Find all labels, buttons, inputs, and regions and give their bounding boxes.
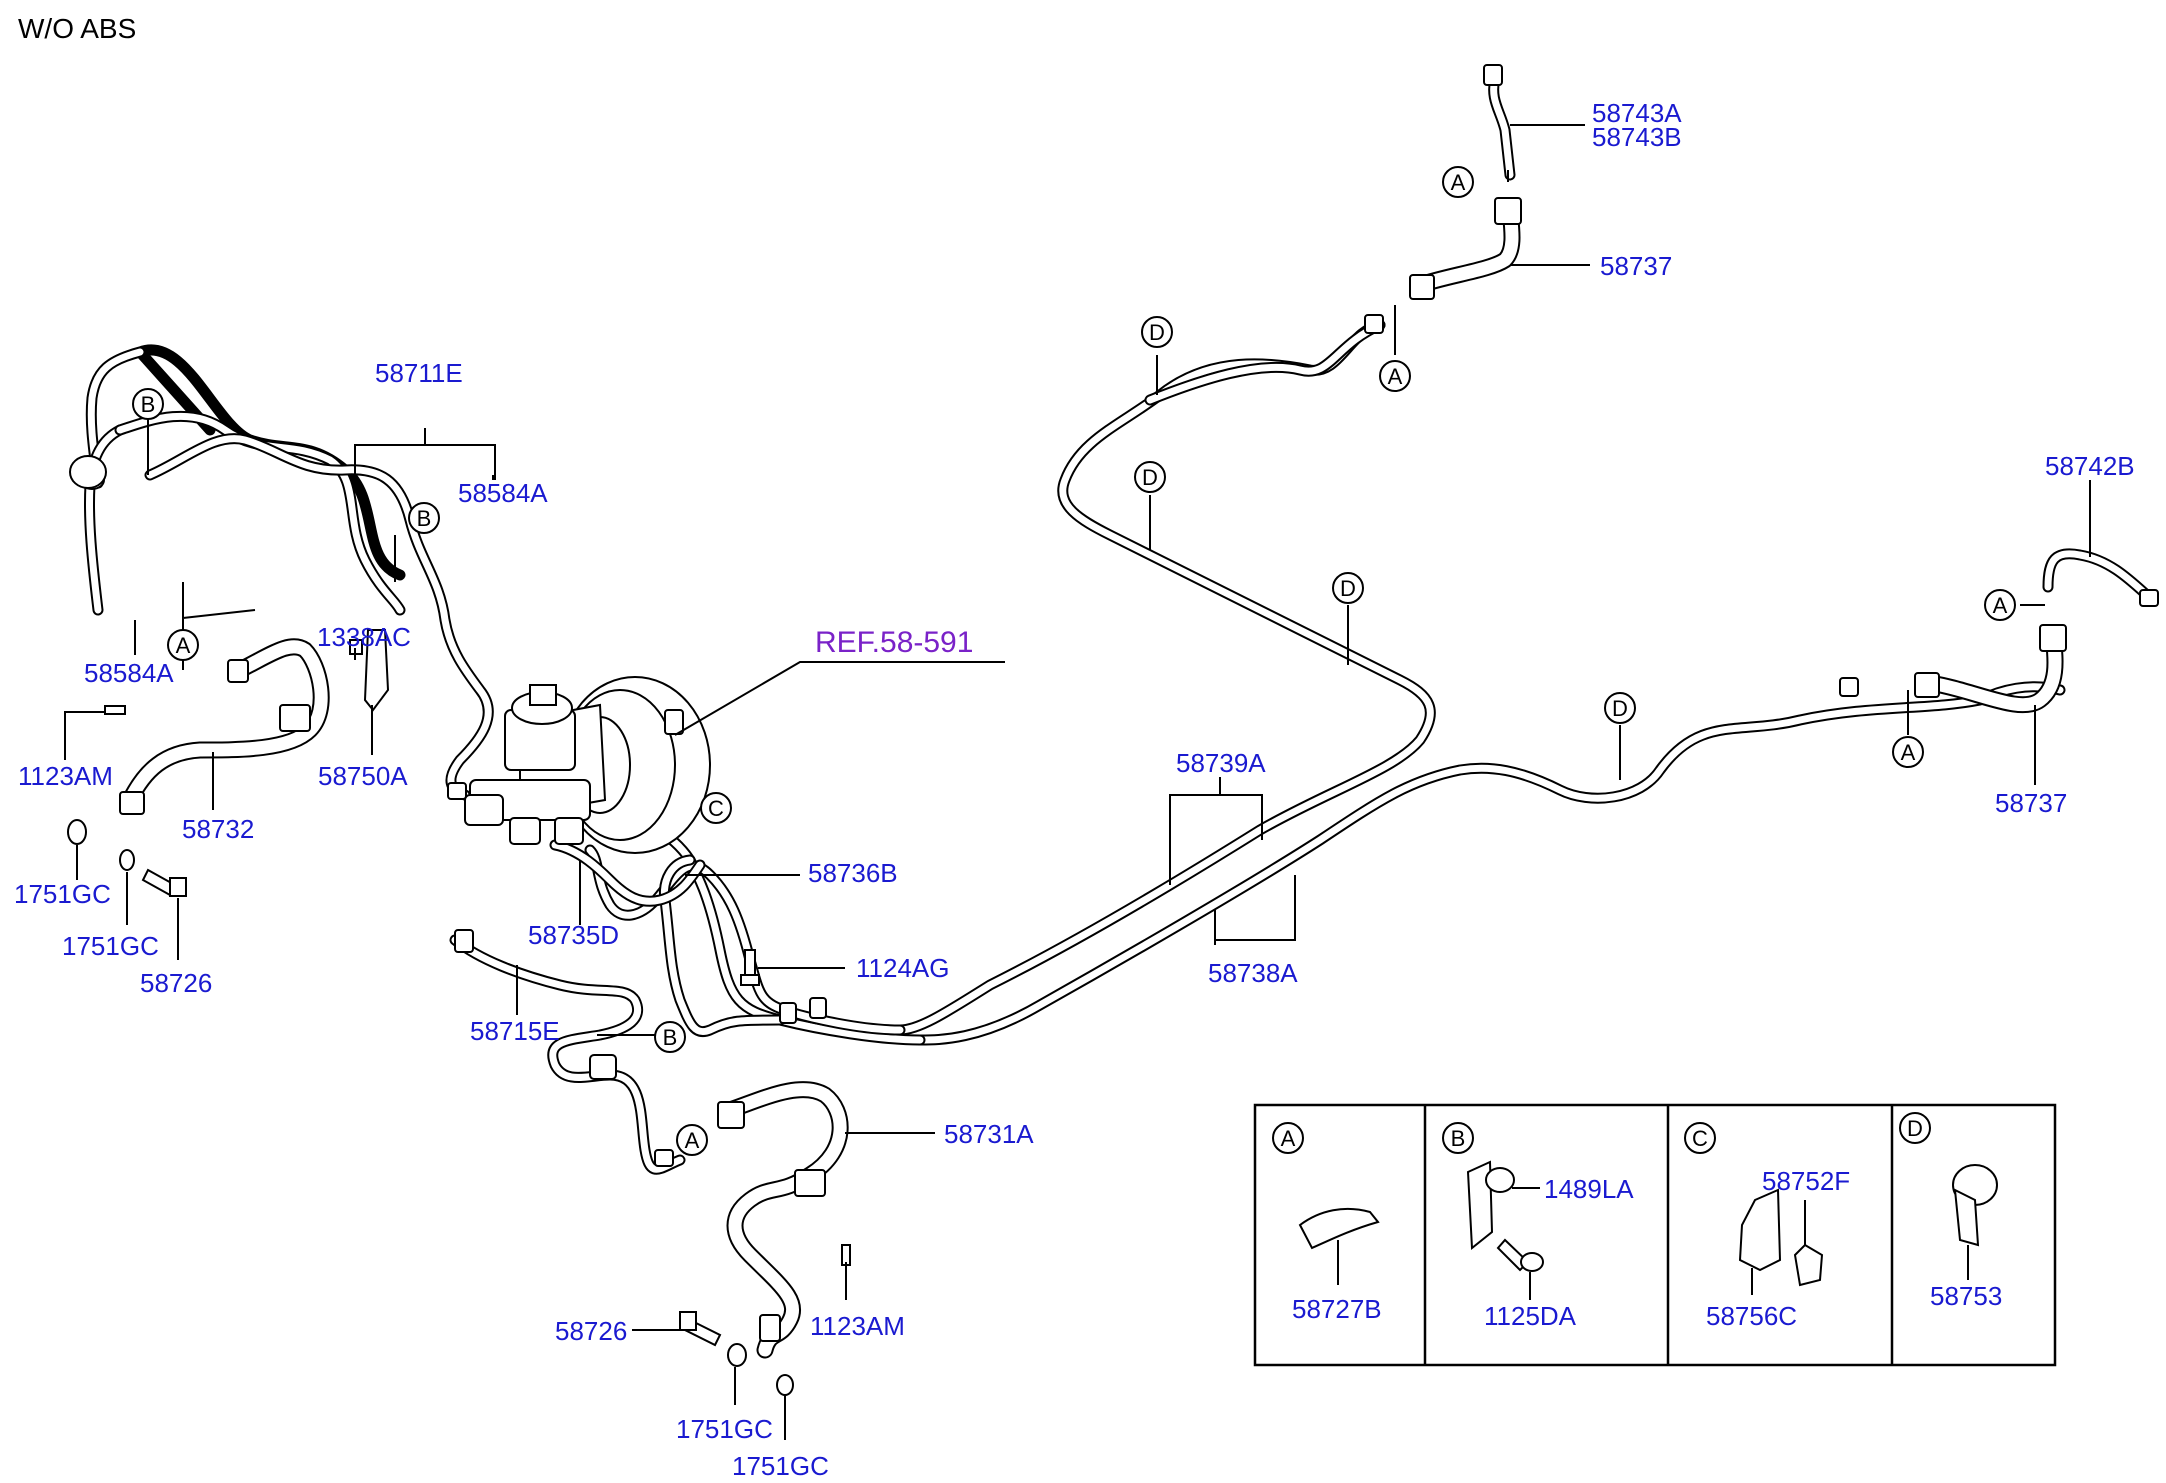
callout-a-top-low: A [1379, 360, 1411, 392]
label-58726-bottom: 58726 [555, 1316, 627, 1346]
svg-text:D: D [1612, 696, 1628, 721]
fittings [69, 64, 2159, 1342]
callout-d-third: D [1332, 572, 1364, 604]
master-cylinder [464, 684, 591, 845]
brake-hoses [121, 72, 2156, 1359]
label-58736B: 58736B [808, 858, 898, 888]
svg-text:C: C [1692, 1126, 1708, 1151]
label-58726-left: 58726 [140, 968, 212, 998]
bolts-washers-clips [67, 629, 851, 1396]
diagram-title: W/O ABS [18, 13, 136, 44]
svg-text:A: A [1451, 170, 1466, 195]
label-1123AM-left: 1123AM [18, 761, 113, 791]
label-58743B: 58743B [1592, 122, 1682, 152]
label-1751GC-2: 1751GC [62, 931, 159, 961]
label-1338AC: 1338AC [317, 622, 411, 652]
label-58727B: 58727B [1292, 1294, 1382, 1324]
detail-c: C 58756C 58752F [1684, 1122, 1850, 1331]
svg-text:D: D [1142, 465, 1158, 490]
label-1124AG: 1124AG [856, 953, 949, 983]
svg-text:C: C [708, 796, 724, 821]
svg-text:A: A [1901, 740, 1916, 765]
svg-text:A: A [685, 1128, 700, 1153]
label-58735D: 58735D [528, 920, 619, 950]
callout-a-top-high: A [1442, 166, 1474, 198]
callout-a-right-high: A [1984, 589, 2016, 621]
svg-text:B: B [141, 392, 156, 417]
svg-text:A: A [1388, 364, 1403, 389]
label-58756C: 58756C [1706, 1301, 1797, 1331]
label-58752F: 58752F [1762, 1166, 1850, 1196]
label-58584A-left: 58584A [84, 658, 174, 688]
label-58731A: 58731A [944, 1119, 1034, 1149]
part-labels: REF.58-591 58711E 58584A 58584A 1338AC 5… [14, 98, 2135, 1481]
detail-a: A 58727B [1272, 1122, 1382, 1324]
svg-text:A: A [1281, 1126, 1296, 1151]
svg-text:D: D [1149, 320, 1165, 345]
ref-label: REF.58-591 [815, 626, 973, 659]
callout-d-second: D [1134, 461, 1166, 493]
svg-text:B: B [1451, 1126, 1466, 1151]
callout-a-right-low: A [1892, 736, 1924, 768]
callout-d-fourth: D [1604, 692, 1636, 724]
label-58753: 58753 [1930, 1281, 2002, 1311]
label-58743A: 58743A [1592, 98, 1682, 128]
callout-d-top: D [1141, 316, 1173, 348]
callout-c: C [700, 792, 732, 824]
svg-text:A: A [1993, 593, 2008, 618]
detail-b: B 1489LA 1125DA [1442, 1122, 1634, 1331]
label-1751GC-4: 1751GC [732, 1451, 829, 1481]
callout-a-left: A [167, 629, 199, 661]
label-58584A-top: 58584A [458, 478, 548, 508]
callout-b-bottom: B [654, 1021, 686, 1053]
svg-text:D: D [1907, 1116, 1923, 1141]
label-58737-top: 58737 [1600, 251, 1672, 281]
label-58739A: 58739A [1176, 748, 1266, 778]
label-1489LA: 1489LA [1544, 1174, 1634, 1204]
leader-lines [64, 124, 2091, 1440]
label-58732: 58732 [182, 814, 254, 844]
label-58750A: 58750A [318, 761, 408, 791]
svg-text:B: B [663, 1025, 678, 1050]
label-58737-right: 58737 [1995, 788, 2067, 818]
svg-text:B: B [417, 506, 432, 531]
label-1123AM-bottom: 1123AM [810, 1311, 905, 1341]
detail-table: A 58727B B 1489LA 1125DA C 58756C 5875 [1253, 1103, 2057, 1367]
callout-letters: B B A C B A D D [132, 166, 2016, 1156]
label-58738A: 58738A [1208, 958, 1298, 988]
label-1751GC-3: 1751GC [676, 1414, 773, 1444]
label-58742B: 58742B [2045, 451, 2135, 481]
svg-text:A: A [176, 633, 191, 658]
callout-b-mid: B [408, 502, 440, 534]
detail-d: D 58753 [1899, 1112, 2002, 1311]
brake-pipes [83, 319, 2066, 1175]
label-58715E: 58715E [470, 1016, 560, 1046]
label-1125DA: 1125DA [1484, 1301, 1577, 1331]
callout-b-top-left: B [132, 388, 164, 420]
callout-a-bottom: A [676, 1124, 708, 1156]
label-1751GC-1: 1751GC [14, 879, 111, 909]
svg-text:D: D [1340, 576, 1356, 601]
label-58711E: 58711E [375, 358, 463, 388]
